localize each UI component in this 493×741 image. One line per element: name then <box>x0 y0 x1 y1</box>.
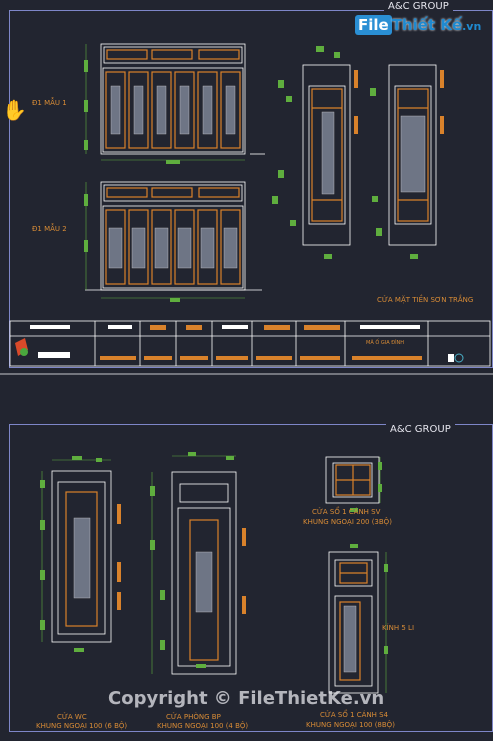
titleblock-text: MÃ Ố GIA ĐÌNH <box>366 340 405 346</box>
label-mau-2: Đ1 MẪU 2 <box>32 225 67 233</box>
brand-header-top: A&C GROUP <box>384 1 453 12</box>
hand-cursor-icon: ✋ <box>2 98 27 122</box>
logo-text: Thiết Kế <box>391 16 463 34</box>
caption-window-bottom-sub: KHUNG NGOẠI 100 (8BỘ) <box>306 721 395 729</box>
brand-header-bottom: A&C GROUP <box>386 424 455 435</box>
caption-wc: CỬA WC <box>57 713 87 721</box>
caption-mat-tien: CỬA MẶT TIỀN SƠN TRẮNG <box>377 296 474 304</box>
logo-suffix: .vn <box>462 20 482 33</box>
copyright-watermark: Copyright © FileThietKe.vn <box>108 688 385 709</box>
caption-wc-sub: KHUNG NGOẠI 100 (6 BỘ) <box>36 722 128 730</box>
label-kinh: KÍNH 5 LI <box>382 624 415 632</box>
caption-window-top: CỬA SỔ 1 CÁNH SV <box>312 508 381 516</box>
caption-phong-sub: KHUNG NGOẠI 100 (4 BỘ) <box>157 722 249 730</box>
caption-phong: CỬA PHÒNG BP <box>166 713 221 721</box>
caption-window-bottom: CỬA SỔ 1 CÁNH S4 <box>320 711 389 719</box>
label-mau-1: Đ1 MẪU 1 <box>32 99 67 107</box>
filethietke-logo-icon <box>15 338 464 363</box>
caption-window-top-sub: KHUNG NGOẠI 200 (3BỘ) <box>303 518 392 526</box>
logo-box: File <box>355 15 392 35</box>
